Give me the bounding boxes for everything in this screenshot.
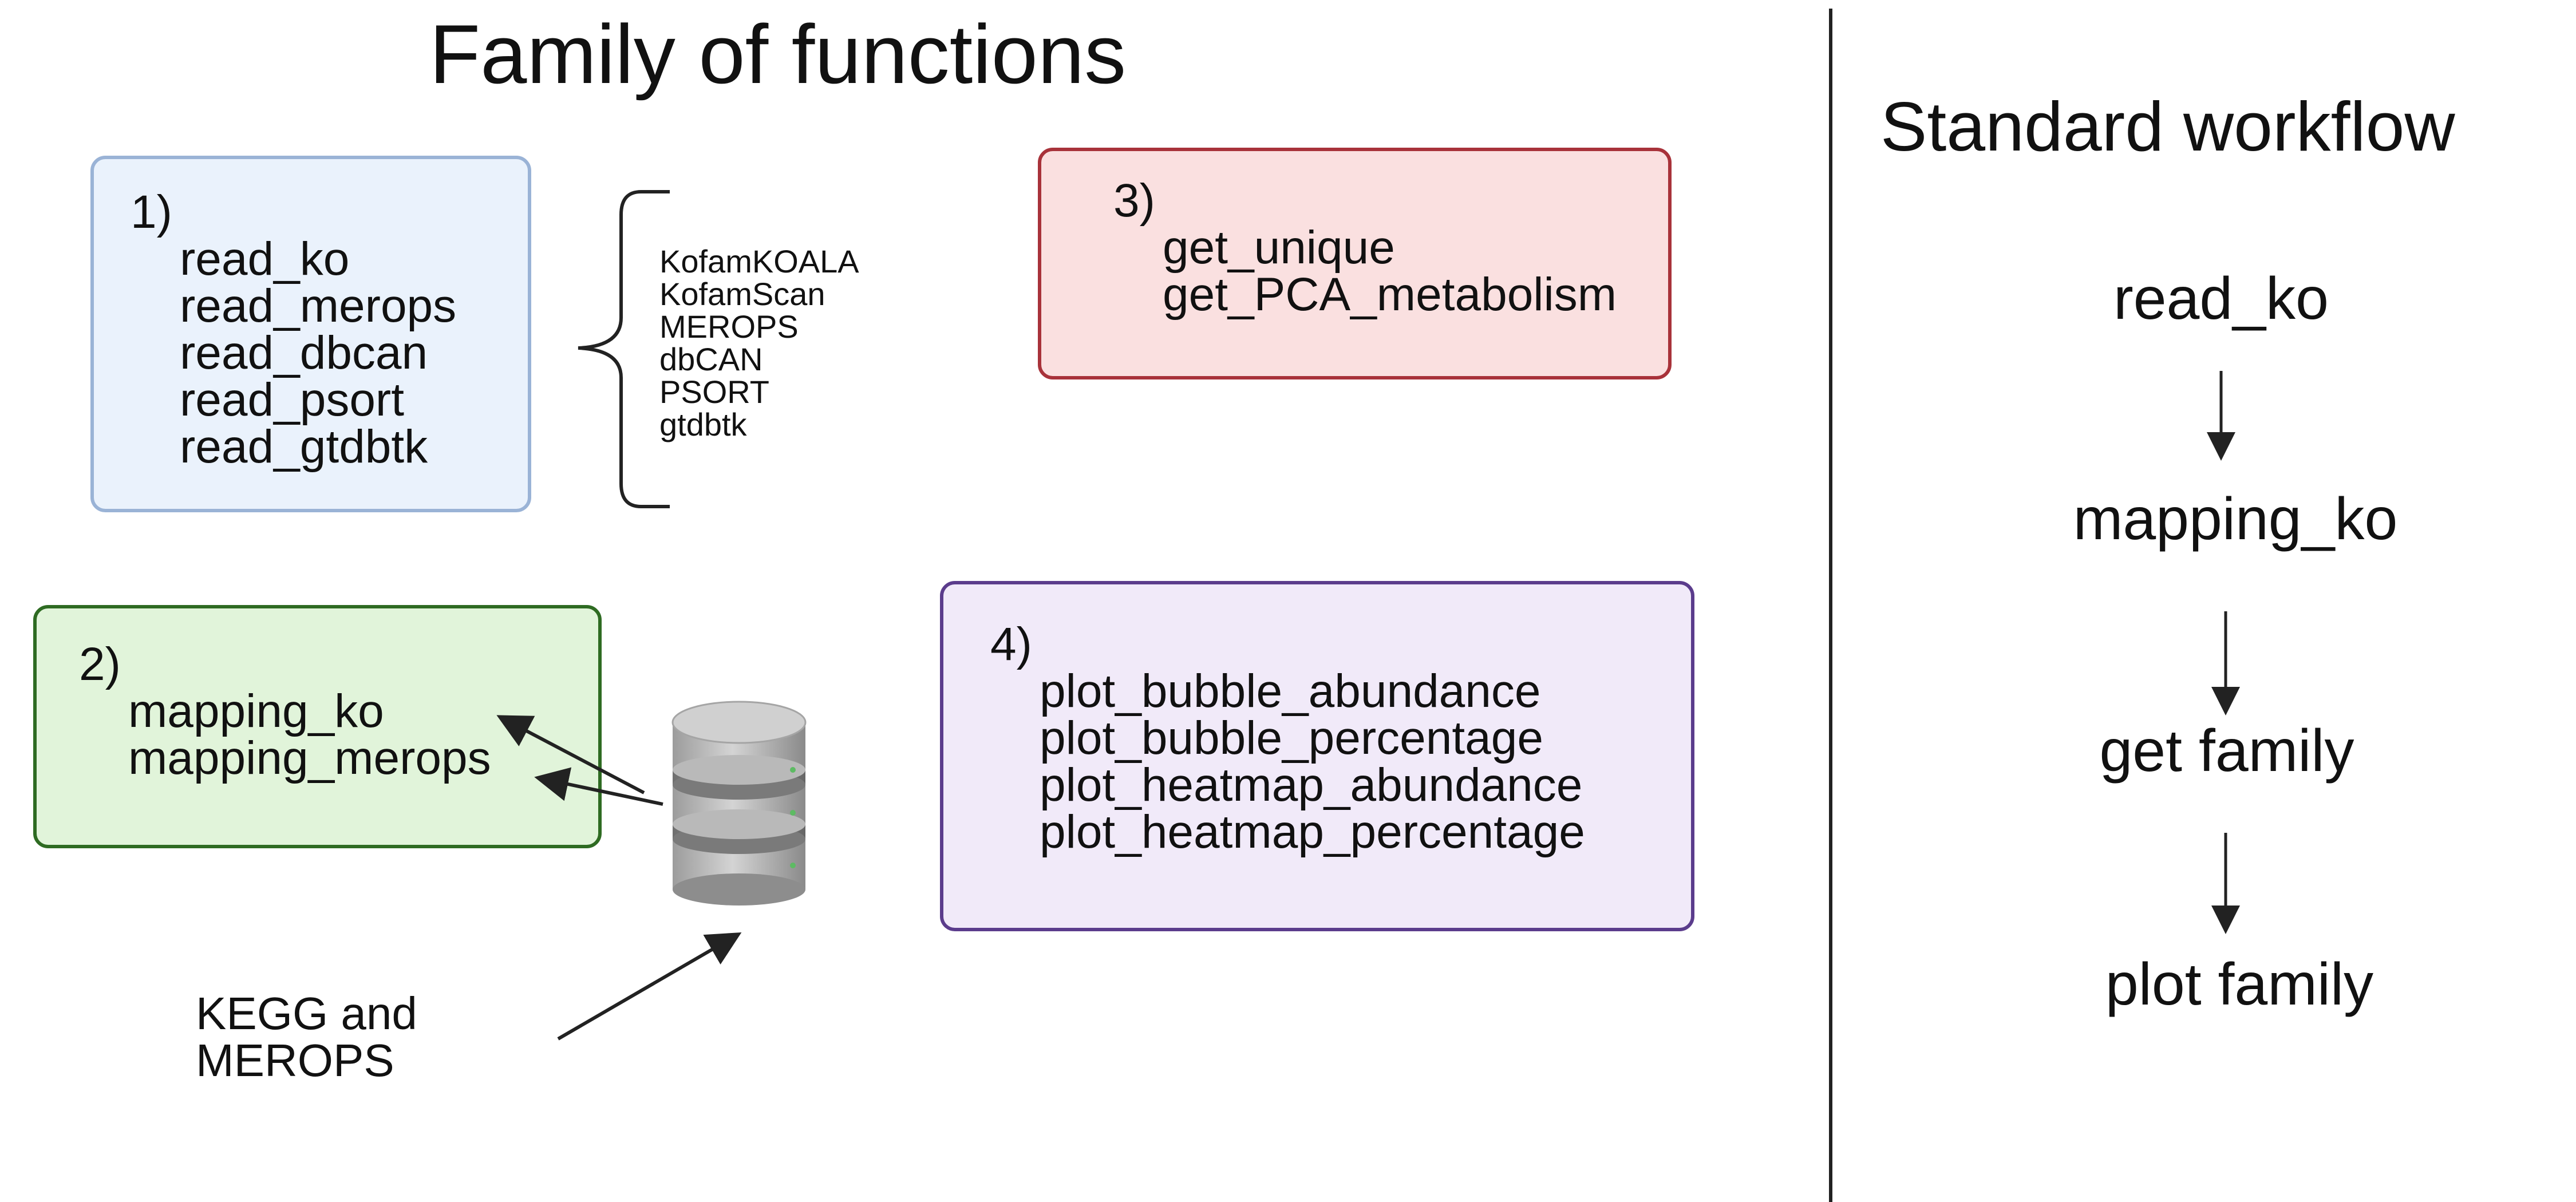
database-icon <box>671 701 807 906</box>
box-plot-functions-text: 4) plot_bubble_abundance plot_bubble_per… <box>990 621 1585 856</box>
box-mapping-functions-text: 2) mapping_ko mapping_merops <box>79 641 491 782</box>
function-name: read_merops <box>180 280 457 332</box>
workflow-step: read_ko <box>2113 266 2329 332</box>
function-name: read_psort <box>180 374 405 426</box>
box-read-functions-text: 1) read_ko read_merops read_dbcan read_p… <box>131 189 456 470</box>
box-number: 4) <box>990 618 1032 670</box>
arrow-source-to-database <box>557 932 742 1041</box>
standard-workflow-title: Standard workflow <box>1880 88 2455 165</box>
function-name: plot_bubble_abundance <box>1040 665 1541 717</box>
box-read-functions <box>90 156 531 512</box>
arrow-to-mapping-ko <box>496 715 645 794</box>
workflow-step: mapping_ko <box>2073 486 2398 552</box>
family-of-functions-title: Family of functions <box>429 7 1127 101</box>
tool-name: MEROPS <box>659 309 799 345</box>
tool-name: gtdbtk <box>659 406 747 442</box>
box-number: 1) <box>131 186 172 238</box>
function-name: read_gtdbtk <box>180 421 428 473</box>
function-name: plot_heatmap_abundance <box>1040 759 1583 811</box>
tool-name: KofamKOALA <box>659 243 859 279</box>
function-name: plot_heatmap_percentage <box>1040 806 1585 858</box>
arrow-to-mapping-merops <box>534 767 663 806</box>
input-tools-list: KofamKOALA KofamScan MEROPS dbCAN PSORT … <box>659 245 859 441</box>
function-name: read_dbcan <box>180 327 428 379</box>
function-name: read_ko <box>180 233 350 285</box>
function-name: get_PCA_metabolism <box>1163 268 1617 321</box>
tool-name: dbCAN <box>659 341 763 377</box>
function-name: mapping_ko <box>128 685 384 737</box>
database-source-line: KEGG and <box>196 988 417 1039</box>
tool-name: KofamScan <box>659 276 825 312</box>
box-analysis-functions <box>1038 148 1672 379</box>
curly-brace <box>578 190 670 508</box>
function-name: get_unique <box>1163 222 1395 274</box>
box-plot-functions <box>940 581 1694 931</box>
workflow-step: plot family <box>2105 951 2374 1018</box>
database-source-label: KEGG and MEROPS <box>196 990 417 1084</box>
box-analysis-functions-text: 3) get_unique get_PCA_metabolism <box>1113 177 1617 318</box>
workflow-step: get family <box>2099 718 2354 784</box>
tool-name: PSORT <box>659 374 769 410</box>
function-name: plot_bubble_percentage <box>1040 712 1543 764</box>
function-name: mapping_merops <box>128 732 491 784</box>
box-number: 2) <box>79 638 121 690</box>
database-source-line: MEROPS <box>196 1035 394 1086</box>
box-number: 3) <box>1113 175 1155 227</box>
